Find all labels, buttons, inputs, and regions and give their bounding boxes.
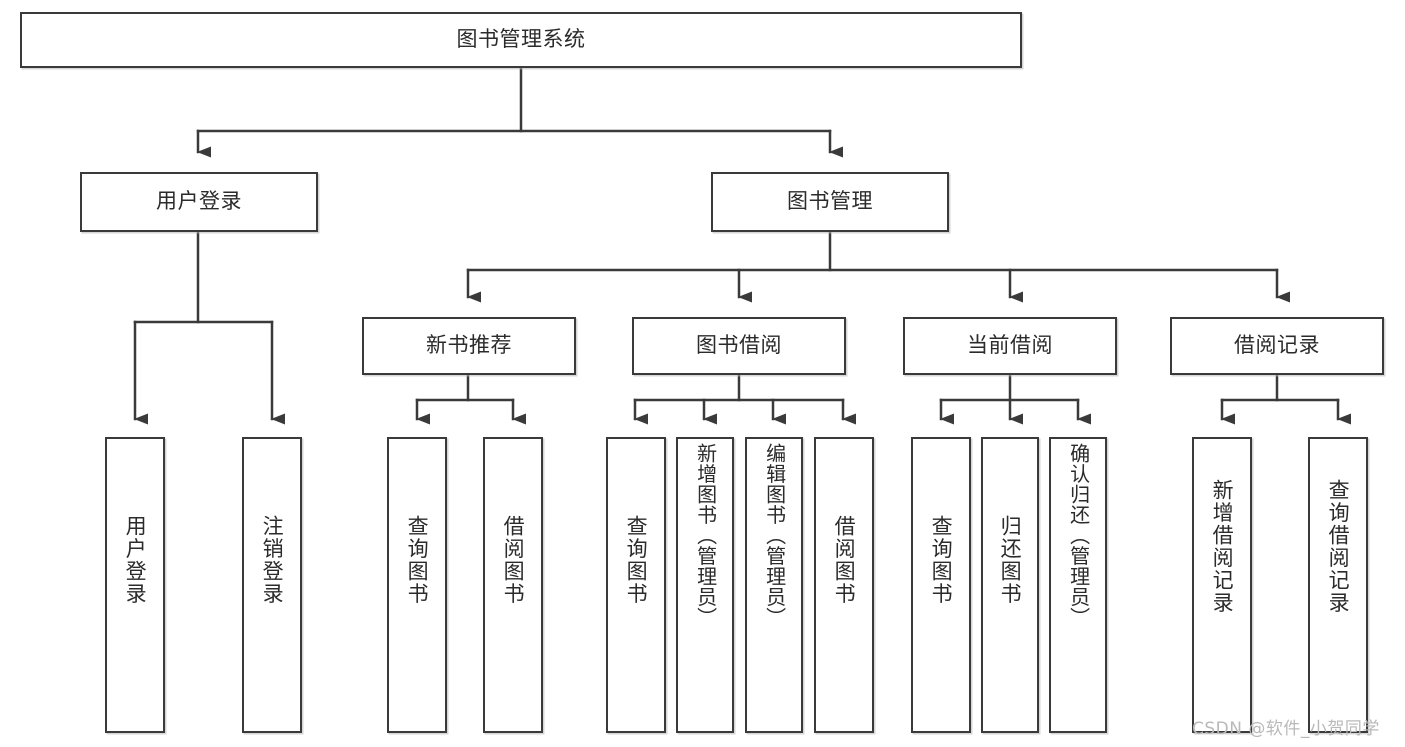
node-label: 新增图书（管理员） (693, 443, 718, 628)
node-label: 新书推荐 (426, 333, 512, 358)
node-label: 借阅记录 (1234, 333, 1320, 358)
leaf-query-book-borrow[interactable]: 查询图书 (606, 437, 666, 733)
leaf-query-book-recommend[interactable]: 查询图书 (387, 437, 447, 733)
node-label: 确认归还（管理员） (1066, 443, 1091, 628)
leaf-query-borrow-record[interactable]: 查询借阅记录 (1308, 437, 1368, 733)
node-borrow-record[interactable]: 借阅记录 (1170, 317, 1384, 375)
node-label: 用户登录 (156, 189, 242, 214)
leaf-return-book[interactable]: 归还图书 (981, 437, 1039, 733)
node-label: 借阅图书 (501, 515, 526, 605)
leaf-borrow-book-recommend[interactable]: 借阅图书 (483, 437, 543, 733)
node-label: 新增借阅记录 (1210, 479, 1235, 614)
leaf-add-book[interactable]: 新增图书（管理员） (676, 437, 734, 733)
node-label: 图书管理系统 (456, 27, 586, 52)
node-label: 当前借阅 (967, 333, 1053, 358)
node-label: 编辑图书（管理员） (762, 443, 787, 628)
node-label: 查询图书 (624, 515, 649, 605)
leaf-confirm-return[interactable]: 确认归还（管理员） (1049, 437, 1107, 733)
node-label: 查询借阅记录 (1326, 479, 1351, 614)
node-label: 用户登录 (123, 515, 148, 605)
node-label: 借阅图书 (832, 515, 857, 605)
leaf-borrow-book-borrow[interactable]: 借阅图书 (814, 437, 874, 733)
leaf-add-borrow-record[interactable]: 新增借阅记录 (1192, 437, 1252, 733)
node-book-borrow[interactable]: 图书借阅 (632, 317, 846, 375)
node-label: 图书管理 (787, 189, 873, 214)
csdn-watermark: CSDN @软件_小贺同学 (1192, 719, 1380, 739)
node-user-login[interactable]: 用户登录 (80, 172, 318, 232)
node-book-management[interactable]: 图书管理 (711, 172, 949, 232)
leaf-logout-login[interactable]: 注销登录 (242, 437, 302, 733)
node-new-book-recommend[interactable]: 新书推荐 (362, 317, 576, 375)
node-root-system[interactable]: 图书管理系统 (20, 12, 1022, 68)
node-label: 注销登录 (260, 515, 285, 605)
node-label: 归还图书 (998, 515, 1023, 605)
leaf-user-login[interactable]: 用户登录 (105, 437, 165, 733)
node-label: 图书借阅 (696, 333, 782, 358)
node-label: 查询图书 (405, 515, 430, 605)
node-current-borrow[interactable]: 当前借阅 (903, 317, 1117, 375)
leaf-edit-book[interactable]: 编辑图书（管理员） (745, 437, 803, 733)
leaf-query-book-current[interactable]: 查询图书 (911, 437, 971, 733)
node-label: 查询图书 (929, 515, 954, 605)
